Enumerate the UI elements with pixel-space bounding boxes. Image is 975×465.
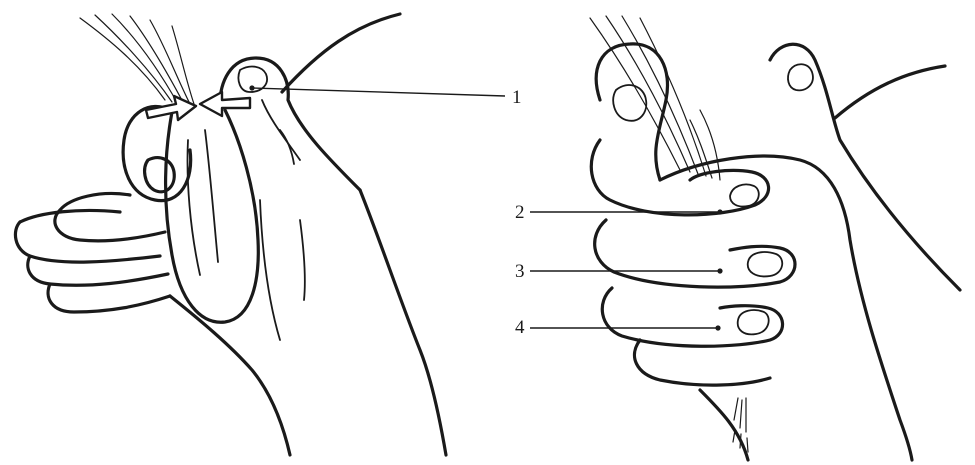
- finger-4: [602, 288, 782, 346]
- wrist-right: [360, 190, 446, 455]
- thumb-right: [596, 44, 667, 180]
- hand-back: [660, 156, 912, 460]
- thumb: [220, 58, 360, 190]
- callout-3-label: 3: [515, 261, 525, 282]
- index-finger: [123, 107, 191, 201]
- callout-3: 3: [515, 261, 723, 282]
- right-hand-illustration: 2 3 4: [515, 16, 960, 460]
- wrist-right-hand: [770, 44, 960, 290]
- callout-4-label: 4: [515, 317, 525, 338]
- callout-1-label: 1: [512, 87, 522, 108]
- middle-finger: [55, 193, 165, 240]
- milk-stream: [733, 398, 748, 452]
- udder-hair: [80, 14, 194, 104]
- thumbnail-right: [613, 85, 646, 121]
- callout-2-label: 2: [515, 202, 525, 223]
- finger-2: [591, 140, 768, 215]
- udder-outline: [282, 14, 400, 92]
- cow-outline: [835, 66, 945, 118]
- left-hand-illustration: 1: [15, 14, 521, 455]
- index-fingernail: [145, 158, 175, 192]
- little-finger: [48, 284, 170, 312]
- teat: [166, 110, 259, 322]
